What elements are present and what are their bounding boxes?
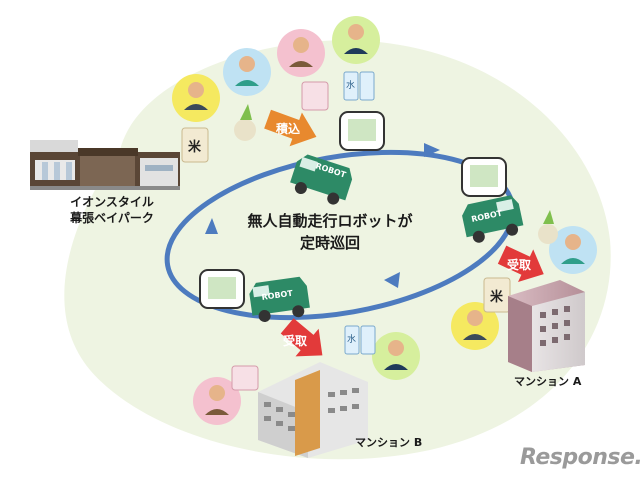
water-bottle-icon — [343, 71, 375, 101]
apartment-icon — [508, 280, 585, 372]
center-caption: 無人自動走行ロボットが 定時巡回 — [230, 210, 430, 254]
package-icon — [231, 81, 329, 391]
center-caption-line2: 定時巡回 — [299, 234, 360, 252]
rice-label: 米 — [188, 139, 202, 155]
water-bottle-icon — [344, 325, 376, 355]
load-label: 積込 — [275, 121, 300, 136]
water-label: 水 — [347, 333, 356, 345]
receive-arrow-a — [497, 245, 544, 283]
store-label: イオンスタイル 幕張ベイパーク — [42, 194, 182, 226]
person-icon — [172, 74, 220, 122]
store-label-line1: イオンスタイル — [70, 195, 154, 209]
robot-vehicle-icon — [462, 195, 524, 243]
store-label-line2: 幕張ベイパーク — [70, 211, 154, 225]
loop-arrow-left — [205, 218, 218, 234]
water-label: 水 — [346, 79, 355, 91]
receive-label-a: 受取 — [507, 257, 531, 272]
rice-bag-icon — [483, 277, 511, 313]
vegetable-icon — [234, 104, 256, 141]
person-icon — [372, 332, 420, 380]
rice-bag-icon — [181, 127, 209, 163]
receive-label-b: 受取 — [283, 333, 307, 348]
robot-vehicle-icon — [249, 276, 310, 322]
person-icon — [451, 302, 499, 350]
loop-arrow-bottom — [384, 272, 400, 288]
person-icon — [332, 16, 380, 64]
vegetable-icon — [538, 210, 558, 244]
tablet-icon — [199, 269, 245, 309]
watermark-logo: Response. — [520, 445, 640, 470]
mansion-a-label: マンション A — [514, 375, 582, 388]
person-icon — [277, 29, 325, 77]
tablet-icon — [339, 111, 385, 151]
store-building-icon — [30, 140, 180, 190]
apartment-icon — [258, 362, 368, 458]
rice-label: 米 — [490, 289, 504, 305]
person-icon — [223, 48, 271, 96]
robot-vehicle-icon — [290, 154, 353, 205]
mansion-b-label: マンション B — [355, 436, 423, 449]
person-icon — [193, 377, 241, 425]
center-caption-line1: 無人自動走行ロボットが — [247, 212, 413, 230]
tablet-icon — [461, 157, 507, 197]
receive-arrow-b — [280, 318, 323, 357]
load-arrow — [264, 109, 317, 147]
person-icon — [549, 226, 597, 274]
robot-label: ROBOT — [261, 289, 294, 302]
loop-arrow-top — [424, 143, 440, 157]
